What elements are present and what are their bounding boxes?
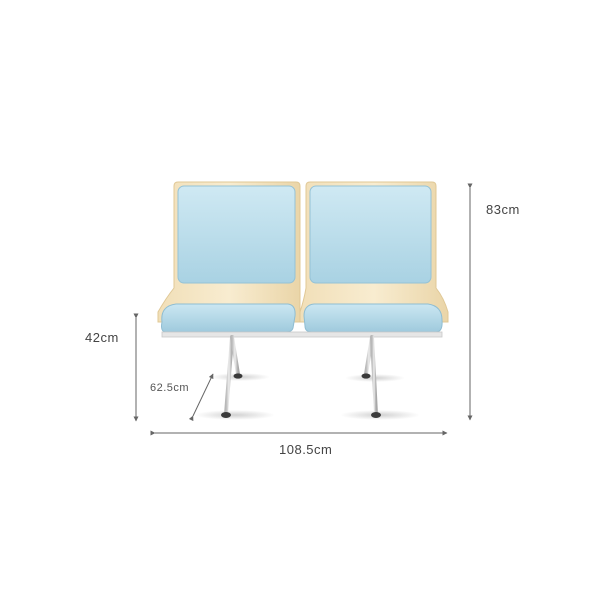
- depth-label: 62.5cm: [150, 382, 190, 394]
- leg-feet: [221, 373, 381, 418]
- depth-dimension-line: [188, 373, 214, 422]
- height-label: 83cm: [486, 202, 520, 217]
- legs: [224, 335, 378, 416]
- seat-height-label: 42cm: [85, 330, 119, 345]
- right-seat-cushion: [303, 303, 443, 333]
- left-seat-cushion: [161, 303, 296, 333]
- support-beam: [161, 331, 443, 338]
- right-backrest-cushion: [309, 185, 432, 284]
- left-backrest-cushion: [177, 185, 296, 284]
- width-label: 108.5cm: [279, 442, 333, 457]
